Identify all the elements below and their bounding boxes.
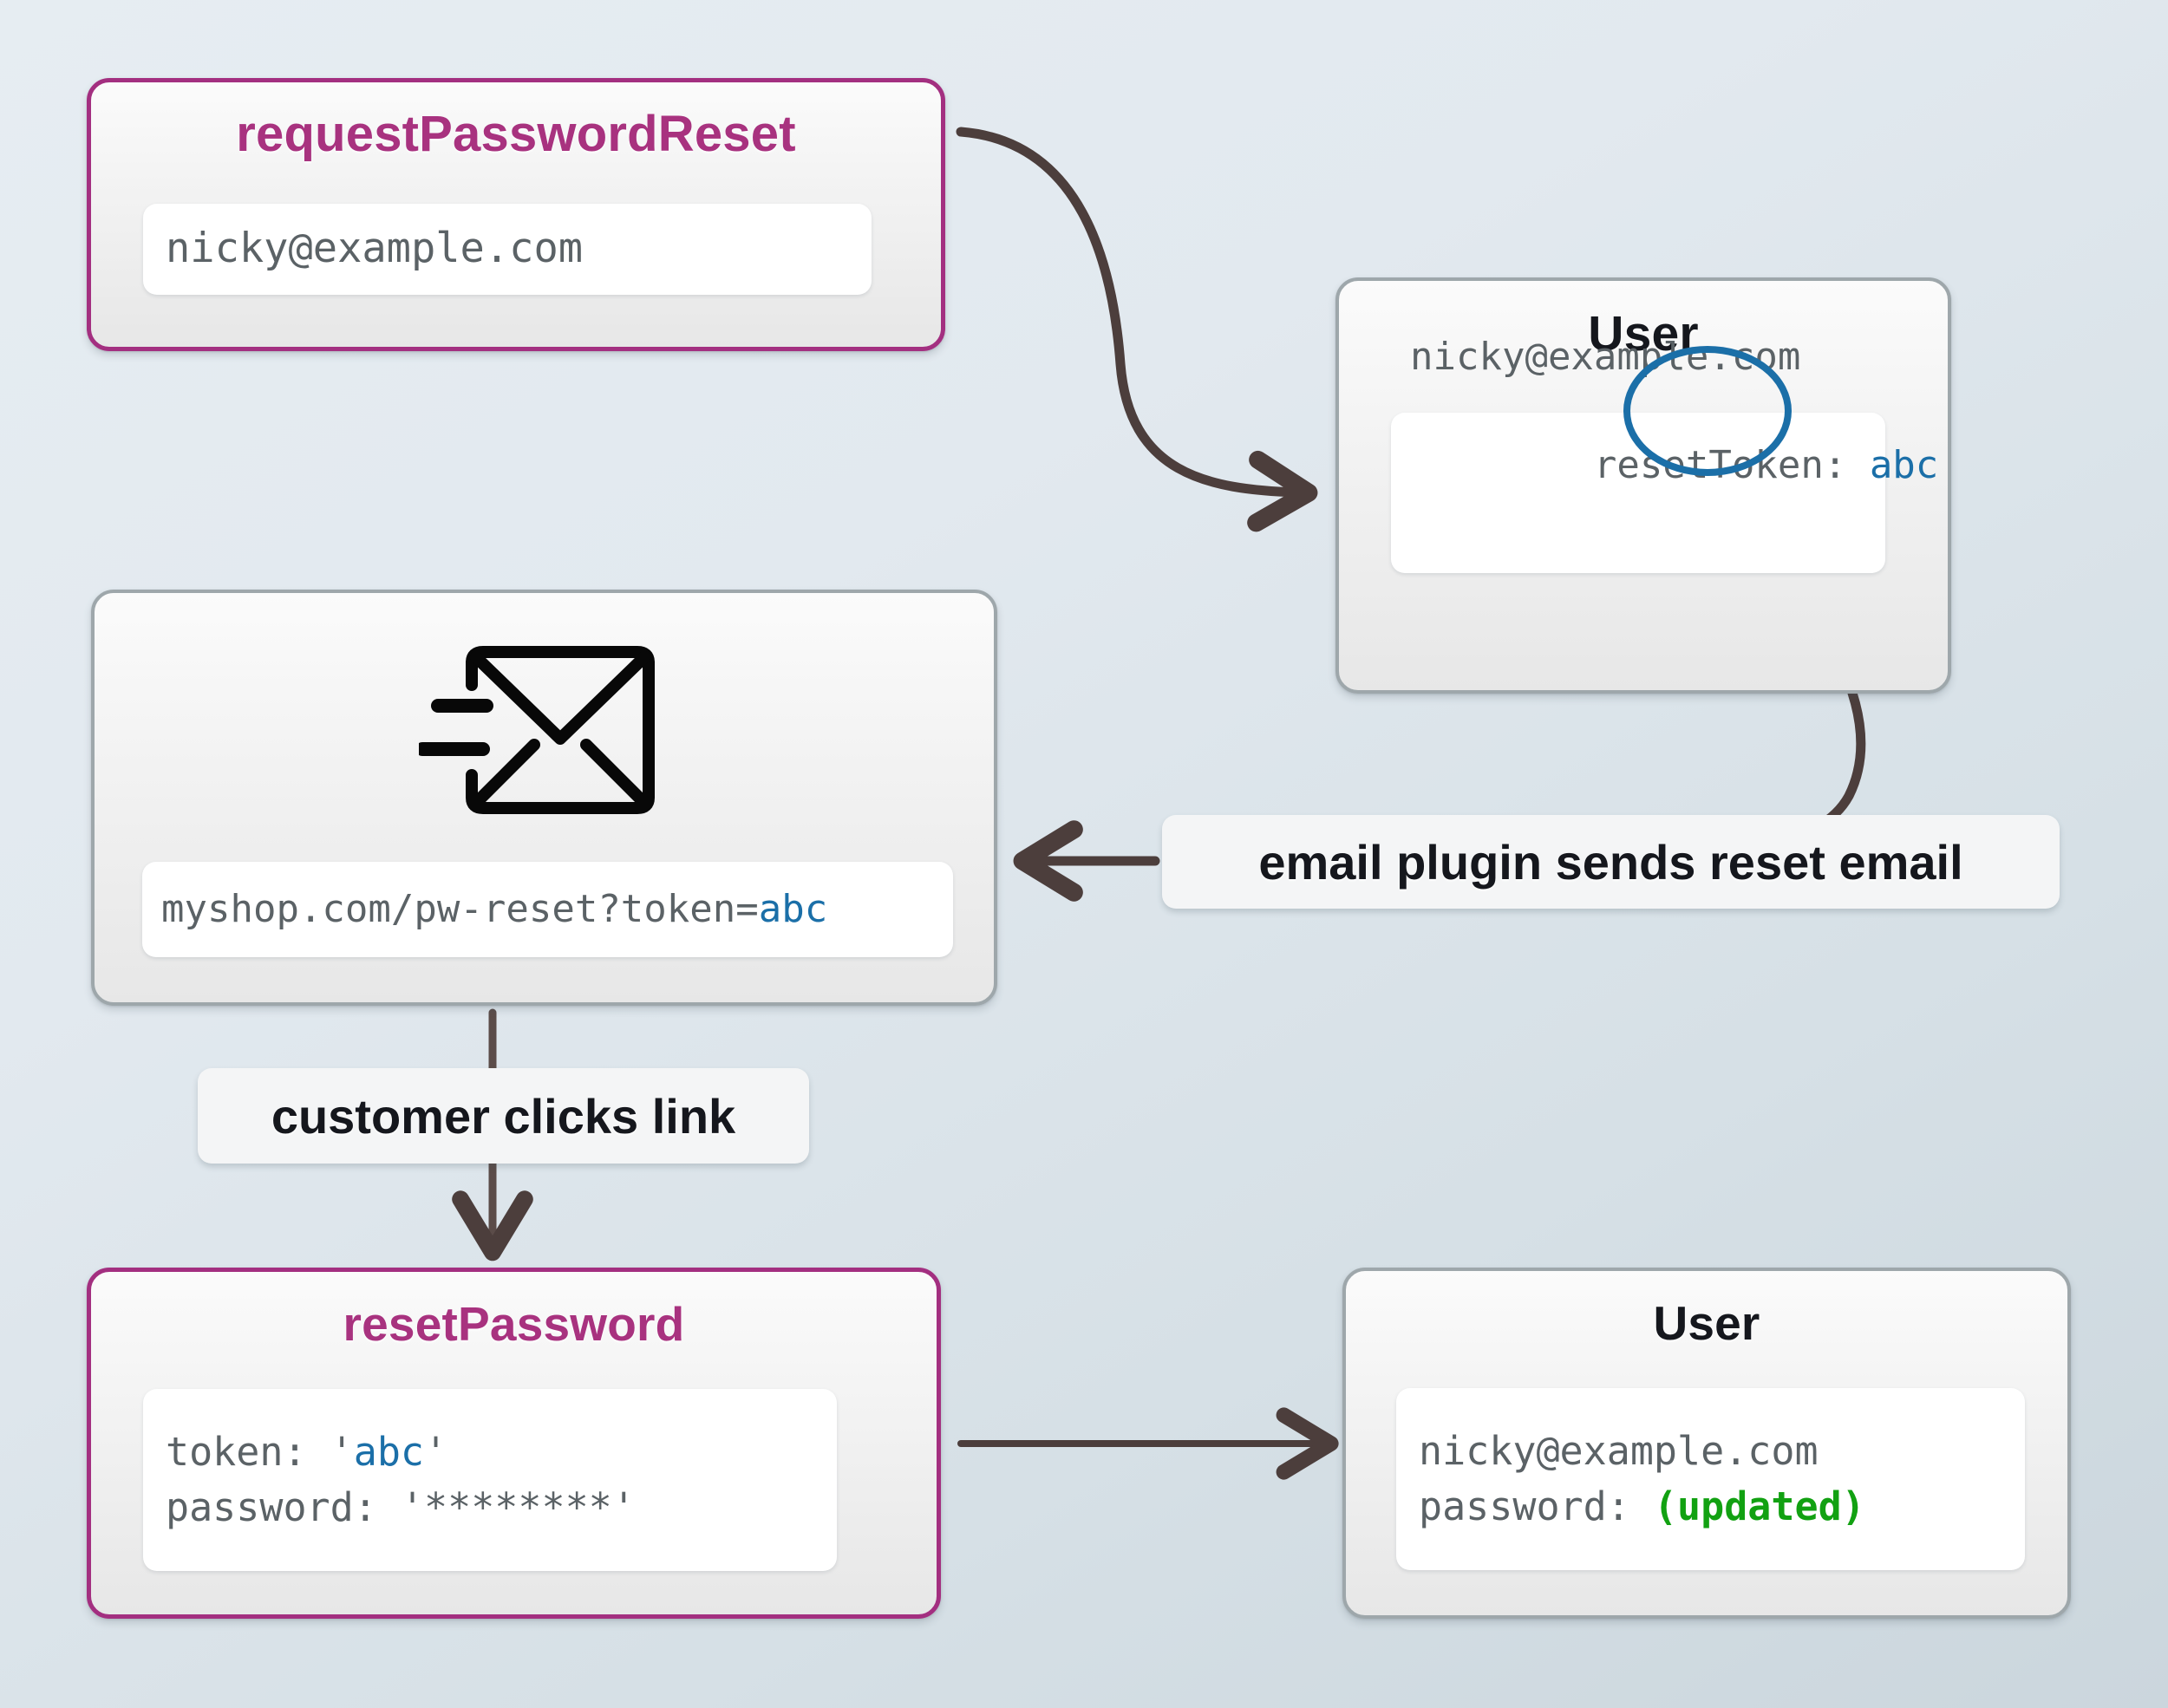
panel-user-top-fields: nicky@example.com resetToken: abc — [1391, 335, 1938, 573]
value-email: nicky@example.com — [166, 225, 584, 273]
field-token: token: 'abc' — [166, 1424, 814, 1480]
card-reset-password[interactable]: resetPassword token: 'abc' password: '**… — [87, 1268, 941, 1619]
arrow-request-to-user — [956, 127, 1318, 532]
label-customer-clicks-link: customer clicks link — [198, 1068, 809, 1164]
quote-open: ' — [330, 1429, 354, 1476]
value-token: abc — [353, 1429, 425, 1476]
card-user-top[interactable]: User nicky@example.com resetToken: abc — [1335, 277, 1951, 694]
panel-reset-password-fields: token: 'abc' password: '********' — [143, 1389, 837, 1571]
card-title-user-bottom: User — [1653, 1296, 1760, 1350]
quote-close: ' — [611, 1484, 636, 1530]
link-prefix: myshop.com/pw-reset?token= — [161, 886, 759, 931]
quote-open: ' — [400, 1484, 425, 1530]
label-email-plugin-sends-reset-email: email plugin sends reset email — [1162, 815, 2060, 909]
value-email: nicky@example.com — [1419, 1428, 1819, 1475]
label-reset-token: resetToken: — [1593, 443, 1870, 488]
field-password: password: '********' — [166, 1480, 814, 1535]
link-token: abc — [758, 886, 828, 931]
envelope-icon-wrapper — [95, 643, 994, 817]
quote-close: ' — [424, 1429, 448, 1476]
card-title-request-password-reset: requestPasswordReset — [236, 106, 796, 162]
token-highlight-circle-icon — [1623, 345, 1792, 476]
panel-request-email: nicky@example.com — [143, 204, 872, 295]
value-reset-token: abc — [1869, 443, 1939, 488]
value-password: ******** — [424, 1484, 612, 1530]
card-title-reset-password: resetPassword — [343, 1297, 685, 1351]
panel-user-bottom-fields: nicky@example.com password: (updated) — [1396, 1388, 2025, 1570]
card-user-bottom[interactable]: User nicky@example.com password: (update… — [1342, 1268, 2071, 1619]
panel-email-link: myshop.com/pw-reset?token=abc — [142, 862, 953, 957]
value-password-status: (updated) — [1653, 1483, 1865, 1529]
label-token: token: — [166, 1429, 330, 1476]
card-email[interactable]: myshop.com/pw-reset?token=abc — [91, 590, 997, 1006]
value-email: nicky@example.com — [1410, 335, 1801, 380]
field-reset-token: resetToken: abc — [1410, 345, 1938, 655]
label-password: password: — [1419, 1483, 1654, 1529]
card-request-password-reset[interactable]: requestPasswordReset nicky@example.com — [87, 78, 945, 351]
value-reset-link: myshop.com/pw-reset?token=abc — [161, 883, 934, 936]
field-password: password: (updated) — [1419, 1479, 2002, 1535]
label-password: password: — [166, 1484, 401, 1530]
sent-envelope-icon — [418, 646, 655, 814]
